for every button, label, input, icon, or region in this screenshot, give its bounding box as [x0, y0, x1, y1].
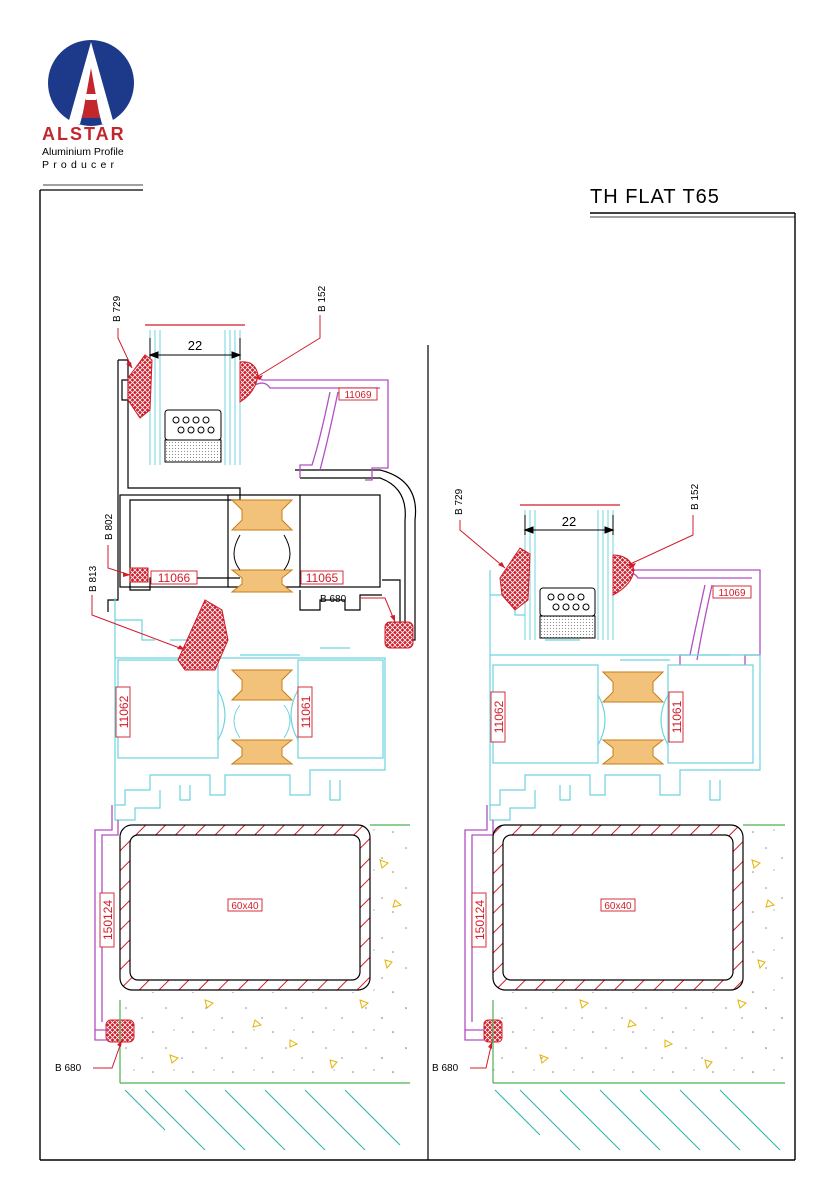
left-label-b680-bottom: B 680	[55, 1063, 82, 1074]
left-label-11069: 11069	[344, 390, 372, 401]
right-label-b152: B 152	[690, 483, 701, 510]
logo-emblem-icon	[48, 40, 134, 126]
left-label-11065: 11065	[306, 571, 339, 585]
left-leader-arrows	[117, 362, 395, 1047]
left-label-b813: B 813	[88, 565, 99, 592]
left-glass-unit	[145, 324, 245, 465]
right-concrete	[492, 824, 785, 1084]
left-label-tube: 60x40	[231, 901, 259, 912]
left-label-11062: 11062	[117, 695, 131, 728]
left-sash-profile	[114, 598, 386, 821]
right-detail: 22 11069	[432, 483, 785, 1151]
left-label-b802: B 802	[104, 513, 115, 540]
right-earth-hatch	[494, 1089, 781, 1151]
left-label-b729: B 729	[112, 295, 123, 322]
right-label-11061: 11061	[670, 700, 684, 733]
left-seals	[105, 354, 414, 1043]
right-leader-arrows	[488, 562, 636, 1049]
right-glass-dimension: 22	[562, 514, 576, 529]
right-label-tube: 60x40	[604, 901, 632, 912]
left-dimension	[148, 338, 242, 360]
brand-tagline-2: Producer	[42, 159, 119, 171]
left-label-150124: 150124	[101, 900, 115, 940]
right-label-b680-bottom: B 680	[432, 1063, 459, 1074]
right-label-b729: B 729	[454, 488, 465, 515]
left-concrete	[119, 824, 410, 1084]
right-label-11062: 11062	[492, 700, 506, 733]
right-label-11069: 11069	[718, 588, 746, 599]
left-glass-dimension: 22	[188, 338, 202, 353]
left-detail: 22	[55, 285, 417, 1151]
right-label-150124: 150124	[473, 900, 487, 940]
right-leaders	[459, 515, 694, 1069]
brand-tagline-1: Aluminium Profile	[42, 146, 124, 158]
left-leaders	[91, 315, 396, 1069]
right-thermal-breaks	[601, 671, 665, 765]
right-dimension	[523, 515, 615, 535]
alstar-logo	[38, 38, 158, 198]
left-label-11066: 11066	[158, 571, 191, 585]
left-frame-profile	[107, 359, 417, 641]
left-label-11061: 11061	[299, 695, 313, 728]
right-glazing-bead	[612, 562, 761, 665]
sheet-border	[39, 184, 796, 1161]
left-thermal-breaks	[230, 499, 294, 765]
left-label-b680-mid: B 680	[320, 594, 347, 605]
left-earth-hatch	[124, 1089, 401, 1151]
brand-name: ALSTAR	[42, 124, 126, 144]
drawing-title: TH FLAT T65	[590, 186, 720, 208]
left-label-b152: B 152	[317, 285, 328, 312]
